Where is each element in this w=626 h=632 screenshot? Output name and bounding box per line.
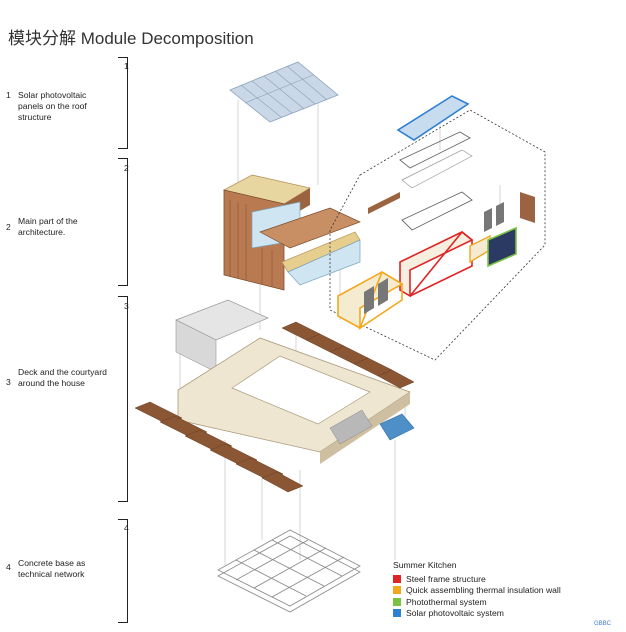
main-building (222, 174, 361, 291)
bracket-number-1: 1 (124, 61, 129, 71)
module-number: 4 (6, 562, 11, 572)
legend-swatch (393, 597, 401, 606)
legend-swatch (393, 586, 401, 595)
module-number: 1 (6, 90, 11, 100)
legend-swatch (393, 574, 401, 583)
module-number: 2 (6, 222, 11, 232)
module-text: Main part of the architecture. (18, 216, 78, 237)
roof-solar-panels (229, 61, 339, 123)
bracket-number-4: 4 (124, 523, 129, 533)
legend: Summer Kitchen Steel frame structure Qui… (393, 560, 561, 619)
concrete-base-grid (217, 529, 361, 613)
module-text: Deck and the courtyard around the house (18, 367, 107, 388)
bracket-number-2: 2 (124, 163, 129, 173)
page-title: 模块分解 Module Decomposition (8, 29, 254, 48)
legend-title: Summer Kitchen (393, 560, 457, 570)
legend-item-steel: Steel frame structure (393, 573, 561, 585)
module-text: Concrete base as technical network (18, 558, 86, 579)
bracket-3 (118, 296, 128, 502)
bracket-4 (118, 519, 128, 623)
deck-wood-strips (134, 321, 415, 493)
deck-courtyard (175, 299, 415, 464)
legend-item-insulation: Quick assembling thermal insulation wall (393, 585, 561, 597)
legend-label: Steel frame structure (406, 573, 486, 584)
legend-swatch (393, 609, 401, 618)
summer-kitchen-parts (337, 95, 535, 331)
bracket-2 (118, 158, 128, 286)
legend-item-photothermal: Photothermal system (393, 596, 561, 608)
legend-item-solar: Solar photovoltaic system (393, 608, 561, 620)
summer-kitchen-boundary (329, 109, 546, 361)
bracket-number-3: 3 (124, 301, 129, 311)
gbbc-logo: GBBC (594, 621, 612, 627)
module-number: 3 (6, 377, 11, 387)
module-text: Solar photovoltaic panels on the roof st… (18, 90, 87, 122)
legend-label: Photothermal system (406, 596, 487, 607)
legend-label: Quick assembling thermal insulation wall (406, 585, 561, 596)
legend-label: Solar photovoltaic system (406, 608, 504, 619)
bracket-1 (118, 57, 128, 149)
